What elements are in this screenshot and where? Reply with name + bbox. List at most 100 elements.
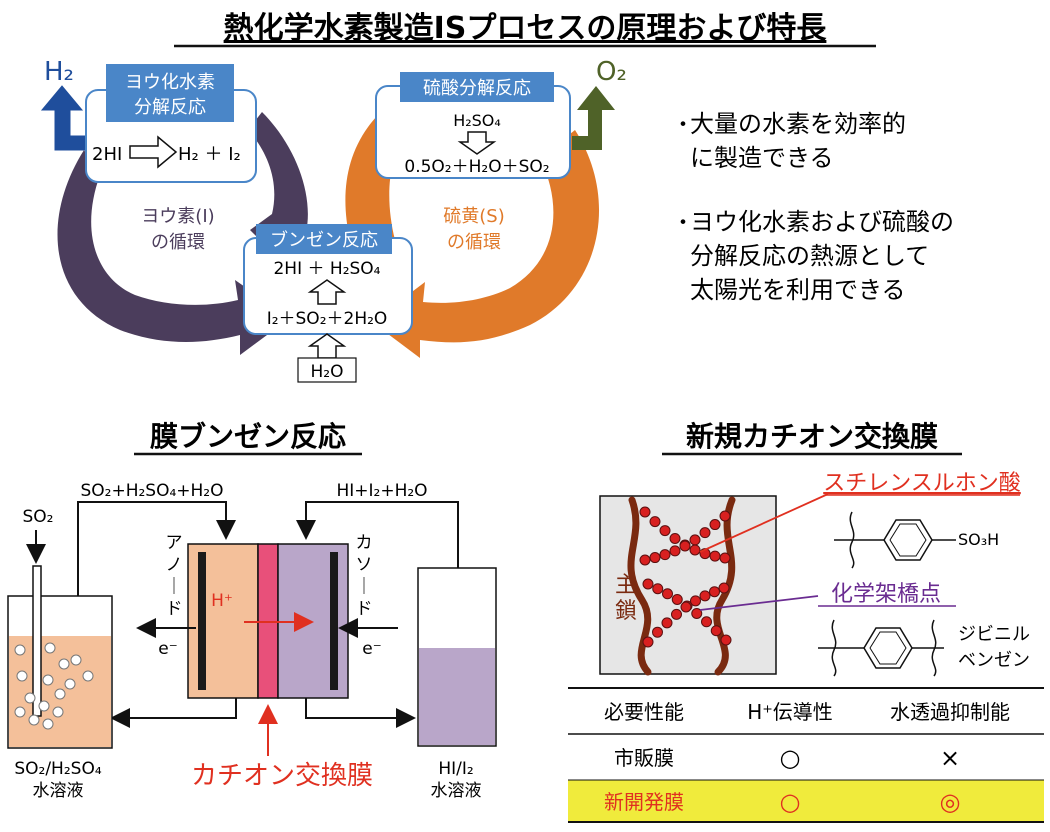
sulfur-loop-label-2: の循環 (447, 232, 501, 253)
hi-decomp-arrow (129, 135, 178, 169)
h2so4-decomp-arrow (457, 131, 497, 155)
catholyte-label-1: HI/I₂ (438, 759, 473, 779)
catholyte-solution (419, 648, 495, 745)
hi-decomp-title-bg (106, 64, 234, 122)
anode-label: アノ｜ド (166, 533, 183, 619)
polymer-bead (719, 552, 731, 564)
table-row-1-conductivity: ○ (780, 744, 801, 772)
dvb-label-2: ベンゼン (958, 650, 1030, 671)
water-input-label: H₂O (311, 362, 344, 382)
gas-bubble (24, 692, 36, 704)
polymer-bead (679, 540, 691, 552)
gas-bubbles (14, 642, 94, 730)
divinylbenzene-structure (818, 619, 944, 677)
so2-sparger (32, 565, 42, 717)
gas-bubble (82, 670, 94, 682)
gas-bubble (42, 674, 54, 686)
cathode-label-char: ｜ (356, 577, 373, 597)
so2-input-label: SO₂ (23, 507, 54, 527)
cathode-label-char: ソ (356, 555, 373, 575)
polymer-bead (719, 510, 731, 522)
electron-left-label: e⁻ (158, 639, 177, 659)
gas-bubble (14, 706, 26, 718)
polymer-bead (709, 519, 721, 531)
bunsen-eq-bottom: I₂＋SO₂＋2H₂O (267, 309, 388, 329)
gas-bubble (16, 670, 28, 682)
bunsen-arrow (307, 279, 347, 305)
table-row-2-suppression: ◎ (940, 788, 961, 816)
polymer-bead (649, 516, 661, 528)
anode-label-char: ｜ (166, 577, 183, 597)
iodine-loop-label-1: ヨウ素(I) (141, 206, 214, 227)
polymer-bead (669, 532, 681, 544)
polymer-bead (669, 545, 681, 557)
gas-bubble (58, 658, 70, 670)
table-row-2-name: 新開発膜 (604, 790, 684, 814)
bullet-2: ・ (672, 211, 694, 236)
cathode-label-char: ド (356, 599, 373, 619)
crosslink-beads (639, 506, 732, 648)
catholyte-label-2: 水溶液 (431, 781, 482, 801)
bunsen-title: ブンゼン反応 (270, 229, 378, 251)
polymer-bead (680, 601, 692, 613)
hi-decomp-title-2: 分解反応 (134, 97, 206, 118)
cathode-electrode (330, 552, 338, 690)
polymer-bead (652, 626, 663, 638)
top-left-feed: SO₂+H₂SO₄+H₂O (80, 481, 223, 501)
polymer-bead (701, 616, 712, 628)
gas-bubble (28, 714, 40, 726)
polymer-bead (699, 527, 711, 539)
dvb-label-1: ジビニル (958, 624, 1030, 645)
anode-label-char: ノ (166, 555, 183, 575)
polymer-bead (639, 554, 651, 566)
hi-decomp-title-1: ヨウ化水素 (125, 72, 215, 93)
polymer-bead (652, 583, 664, 595)
polymer-bead (642, 578, 654, 590)
feature-1-line-2: に製造できる (690, 144, 834, 172)
membrane-label: カチオン交換膜 (191, 761, 373, 791)
gas-bubble (44, 642, 56, 654)
polymer-bead (661, 617, 673, 629)
sulfur-loop-arrow (372, 130, 600, 358)
table-row-1-suppression: × (940, 744, 960, 772)
gas-bubble (38, 700, 50, 712)
polymer-schematic (599, 495, 777, 675)
h2so4-decomp-title: 硫酸分解反応 (423, 78, 531, 99)
polymer-bead (662, 588, 673, 600)
membrane-bunsen-heading: 膜ブンゼン反応 (150, 420, 346, 453)
bunsen-eq-top: 2HI ＋ H₂SO₄ (273, 259, 380, 279)
h2-output-arrow (40, 85, 87, 151)
polymer-bead (659, 525, 671, 537)
polymer-bead (671, 608, 682, 620)
anode-label-char: ア (166, 533, 183, 553)
polymer-bead (699, 590, 711, 602)
crosslink-label: 化学架橋点 (831, 582, 941, 607)
styrene-sulfonic-structure (834, 511, 956, 569)
polymer-bead (709, 550, 721, 562)
polymer-bead (718, 582, 730, 594)
bullet-1: ・ (672, 113, 694, 138)
feature-2-line-2: 分解反応の熱源として (690, 242, 929, 270)
so3h-label: SO₃H (958, 530, 999, 549)
table-header-3: 水透過抑制能 (890, 700, 1010, 724)
hi-decomp-eq-right: H₂ ＋ I₂ (178, 144, 241, 165)
cathode-return-line (305, 698, 416, 728)
gas-bubble (52, 706, 64, 718)
feature-1-line-1: 大量の水素を効率的 (690, 110, 906, 138)
o2-output-arrow (572, 86, 615, 150)
gas-bubble (70, 654, 82, 666)
cathode-label: カソ｜ド (356, 533, 373, 619)
polymer-bead (689, 534, 701, 546)
new-membrane-heading: 新規カチオン交換膜 (686, 420, 938, 453)
sulfonic-pointer (699, 493, 829, 553)
water-input-arrow (307, 333, 347, 359)
polymer-bead (642, 636, 654, 648)
h2so4-decomp-eq-bottom: 0.5O₂＋H₂O＋SO₂ (404, 157, 549, 177)
polymer-bead (659, 549, 671, 561)
polymer-bead (690, 595, 701, 607)
crosslink-pointer (699, 595, 819, 611)
proton-label: H⁺ (211, 591, 233, 611)
anode-feed-line (77, 501, 236, 680)
